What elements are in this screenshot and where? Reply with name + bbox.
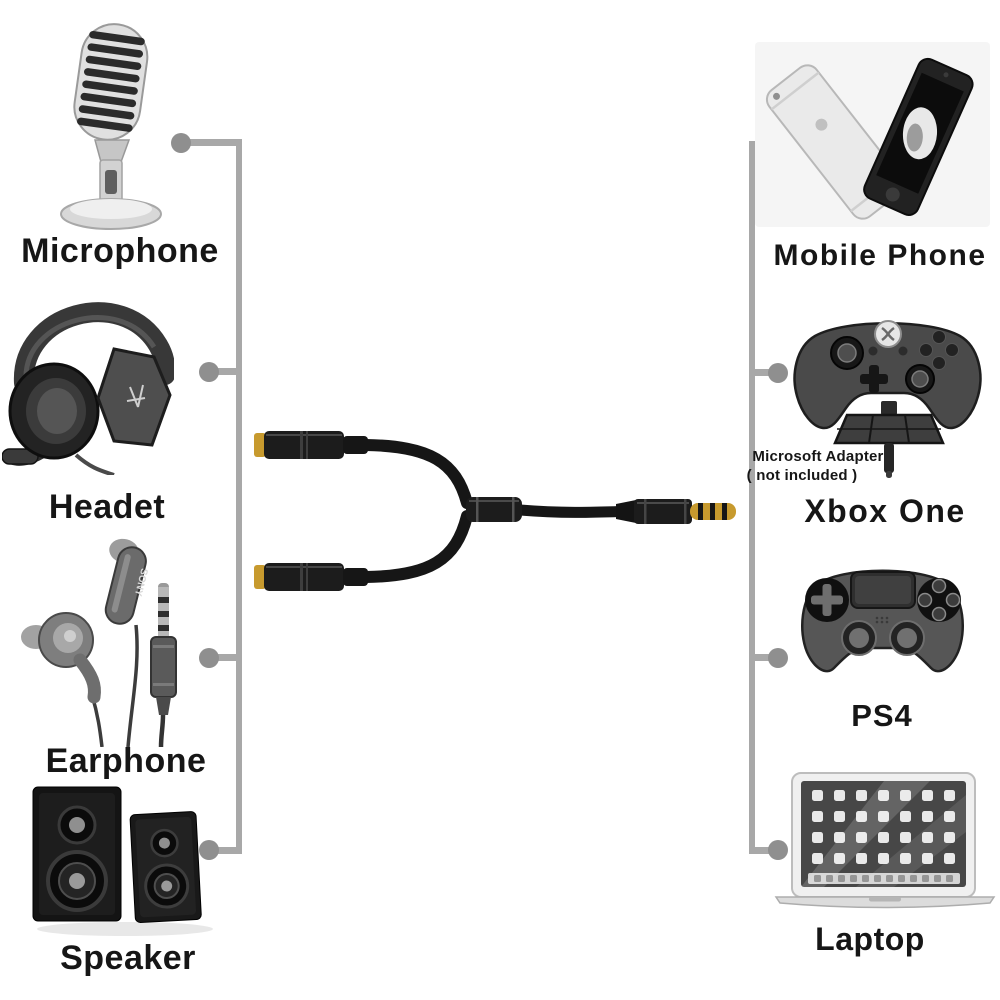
male-plug	[616, 499, 736, 524]
ps4-controller-icon	[795, 552, 970, 694]
right-node-dot-ps4	[768, 648, 788, 668]
microphone-label: Microphone	[21, 232, 219, 270]
adapter-note-line1: Microsoft Adapter	[752, 448, 884, 465]
left-bracket-stub-microphone	[179, 139, 242, 146]
female-jack-top	[254, 431, 368, 459]
earbuds-icon: SONY	[20, 525, 195, 747]
mobile-phone-label: Mobile Phone	[773, 239, 987, 272]
earphone-label: Earphone	[45, 742, 207, 780]
right-bracket-stub-laptop	[749, 847, 779, 854]
xbox-headset-adapter	[833, 401, 945, 478]
microphone-icon	[55, 18, 167, 236]
laptop-icon	[772, 770, 998, 910]
left-node-dot-earphone	[199, 648, 219, 668]
speaker-left	[32, 786, 122, 922]
phone-black-front	[863, 57, 974, 216]
left-node-dot-headset	[199, 362, 219, 382]
cable-junction	[466, 497, 522, 522]
speaker-label: Speaker	[60, 939, 196, 977]
xbox-controller-icon	[785, 303, 990, 480]
left-bracket-stub-speaker	[206, 847, 242, 854]
gaming-headset-icon	[2, 283, 174, 475]
xbox-one-label: Xbox One	[804, 493, 966, 529]
stereo-speakers-icon	[25, 783, 217, 938]
laptop-dock	[808, 873, 960, 884]
mobile-phones-icon	[755, 42, 990, 234]
left-bracket-stub-headset	[206, 368, 242, 375]
earbud-right: SONY	[104, 538, 149, 625]
ps4-label: PS4	[851, 698, 913, 733]
right-bracket-vertical-line	[749, 141, 755, 854]
splitter-cable-image	[240, 400, 760, 620]
earphone-plug	[150, 583, 177, 747]
adapter-note-line2: ( not included )	[746, 467, 858, 484]
headset-label: Headet	[48, 488, 166, 526]
right-node-dot-xbox	[768, 363, 788, 383]
right-node-dot-laptop	[768, 840, 788, 860]
laptop-label: Laptop	[815, 921, 925, 957]
left-bracket-stub-earphone	[206, 654, 242, 661]
female-jack-bottom	[254, 563, 368, 591]
right-bracket-stub-ps4	[749, 654, 779, 661]
left-bracket-vertical-line	[236, 139, 242, 854]
earbud-left	[21, 612, 101, 704]
left-node-dot-microphone	[171, 133, 191, 153]
right-bracket-stub-xbox	[749, 369, 779, 376]
left-node-dot-speaker	[199, 840, 219, 860]
speaker-right	[129, 811, 202, 923]
